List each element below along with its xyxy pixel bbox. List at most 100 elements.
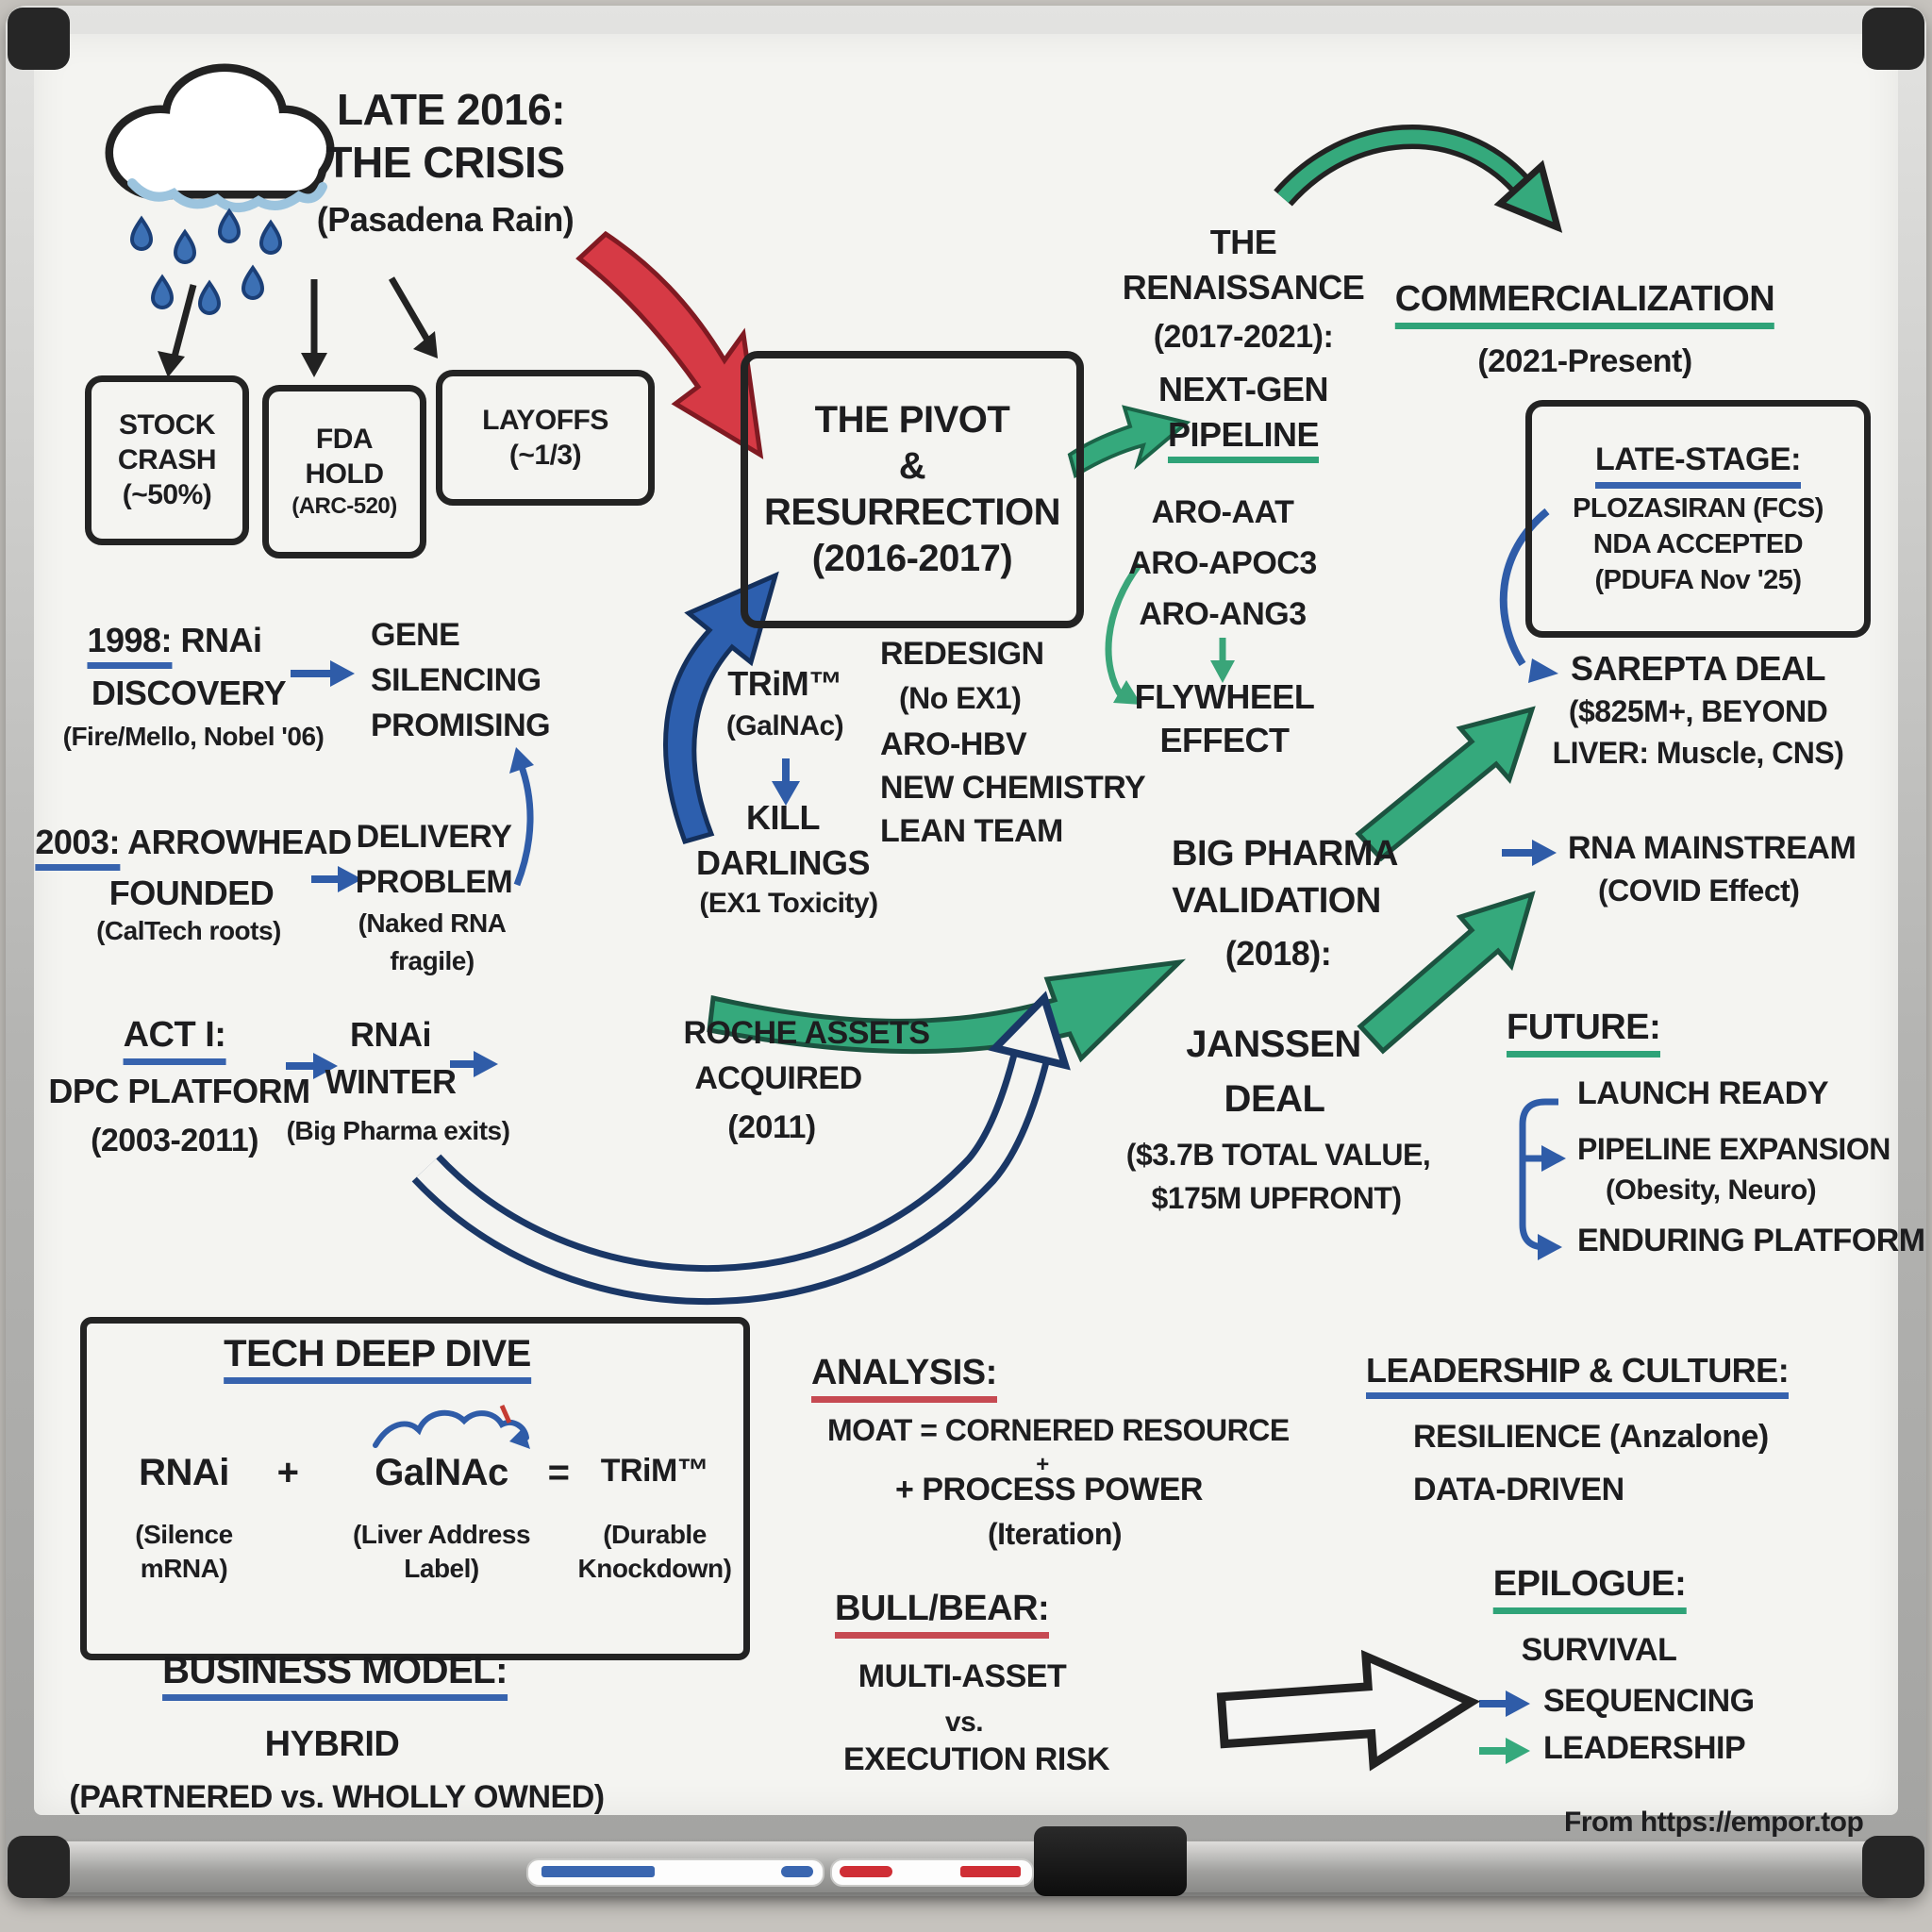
tech-label-liver2: Label): [404, 1554, 479, 1583]
tech-label-liver1: (Liver Address: [352, 1520, 531, 1549]
history-2003-line3: (CalTech roots): [96, 916, 281, 945]
future-title: FUTURE:: [1507, 1008, 1661, 1058]
gene-line1: GENE: [371, 617, 460, 653]
renaissance-line2: RENAISSANCE: [1122, 268, 1365, 307]
history-1998-line2: DISCOVERY: [91, 674, 287, 712]
layoffs-box: LAYOFFS (~1/3): [436, 370, 655, 506]
renaissance-line4: NEXT-GEN: [1158, 370, 1329, 408]
whiteboard-frame: [6, 6, 1926, 1896]
gene-line2: SILENCING: [371, 662, 541, 698]
bullbear-title: BULL/BEAR:: [835, 1590, 1050, 1639]
leadership-line1: RESILIENCE (Anzalone): [1413, 1419, 1769, 1455]
epilogue-sequencing: SEQUENCING: [1543, 1683, 1755, 1719]
sarepta-line2: ($825M+, BEYOND: [1568, 694, 1828, 728]
blue-marker: [526, 1858, 824, 1887]
history-2003-line2: FOUNDED: [108, 874, 275, 912]
rna-line1: RNA MAINSTREAM: [1568, 830, 1857, 866]
tech-eq-galnac: GalNAc: [375, 1452, 508, 1493]
bigpharma-line3: (2018):: [1224, 934, 1332, 973]
winter-line2: WINTER: [325, 1062, 457, 1101]
leadership-underlined: LEADERSHIP & CULTURE:: [1366, 1353, 1790, 1399]
redesign-line5: LEAN TEAM: [880, 813, 1063, 849]
analysis-title: ANALYSIS:: [811, 1354, 997, 1403]
fda-hold-line2: HOLD: [305, 458, 385, 490]
act1-underlined: ACT I:: [123, 1016, 226, 1065]
act1-line3: (2003-2011): [91, 1123, 258, 1158]
bullbear-underlined: BULL/BEAR:: [835, 1590, 1050, 1639]
tech-label-silence1: (Silence: [135, 1520, 233, 1549]
tech-title: TECH DEEP DIVE: [224, 1334, 531, 1384]
redesign-line3: ARO-HBV: [880, 726, 1027, 762]
business-title: BUSINESS MODEL:: [162, 1651, 508, 1701]
leadership-line2: DATA-DRIVEN: [1413, 1472, 1624, 1507]
act1-title: ACT I:: [123, 1016, 226, 1065]
layoffs-line2: (~1/3): [508, 439, 582, 471]
asset-aro-apoc3: ARO-APOC3: [1128, 545, 1317, 581]
bullbear-line3: EXECUTION RISK: [842, 1741, 1110, 1777]
kill-line1: KILL: [746, 798, 820, 837]
tech-eq-rnai: RNAi: [139, 1452, 229, 1493]
analysis-line1: MOAT = CORNERED RESOURCE: [827, 1413, 1290, 1447]
redesign-line1: REDESIGN: [880, 636, 1044, 672]
stock-crash-line2: CRASH: [117, 444, 217, 475]
late-stage-line2: NDA ACCEPTED: [1592, 529, 1804, 559]
trim-subtitle: (GalNAc): [725, 710, 844, 741]
sarepta-line1: SAREPTA DEAL: [1570, 649, 1826, 688]
stock-crash-box: STOCK CRASH (~50%): [85, 375, 249, 545]
commercialization-subtitle: (2021-Present): [1477, 343, 1692, 379]
year-2003: 2003:: [35, 824, 120, 871]
kill-line2: DARLINGS: [696, 843, 871, 882]
epilogue-title: EPILOGUE:: [1492, 1565, 1687, 1614]
layoffs-line1: LAYOFFS: [482, 404, 608, 436]
blue-marker-label: [541, 1866, 655, 1877]
pivot-line2: &: [898, 445, 926, 487]
crisis-title-line1: LATE 2016:: [336, 85, 566, 134]
commercialization-title: COMMERCIALIZATION: [1394, 280, 1775, 329]
pivot-resurrection-box: THE PIVOT & RESURRECTION (2016-2017): [741, 351, 1084, 628]
redesign-line2: (No EX1): [899, 681, 1022, 715]
rnai-label: RNAi: [172, 621, 262, 659]
kill-subtitle: (EX1 Toxicity): [699, 888, 878, 919]
bigpharma-line1: BIG PHARMA: [1172, 834, 1398, 874]
tech-title-underlined: TECH DEEP DIVE: [224, 1334, 531, 1384]
gene-line3: PROMISING: [371, 708, 551, 743]
analysis-line3: (Iteration): [987, 1517, 1123, 1551]
pivot-line4: (2016-2017): [811, 538, 1013, 579]
epilogue-leadership: LEADERSHIP: [1543, 1730, 1746, 1766]
crisis-subtitle: (Pasadena Rain): [316, 200, 575, 239]
delivery-line1: DELIVERY: [356, 819, 512, 855]
epilogue-underlined: EPILOGUE:: [1492, 1565, 1687, 1614]
late-stage-line3: (PDUFA Nov '25): [1594, 565, 1802, 595]
delivery-line3: (Naked RNA: [358, 908, 507, 938]
fda-hold-line1: FDA: [315, 424, 374, 455]
late-stage-line1: PLOZASIRAN (FCS): [1573, 493, 1824, 524]
year-1998: 1998:: [87, 623, 173, 669]
tech-eq-trim: TRiM™: [600, 1453, 709, 1489]
future-item2: PIPELINE EXPANSION: [1577, 1132, 1890, 1166]
frame-corner-top-left: [8, 8, 70, 70]
late-stage-box: LATE-STAGE: PLOZASIRAN (FCS) NDA ACCEPTE…: [1525, 400, 1871, 638]
janssen-line1: JANSSEN: [1186, 1024, 1361, 1065]
late-stage-title: LATE-STAGE:: [1595, 441, 1802, 489]
winter-line3: (Big Pharma exits): [286, 1116, 510, 1145]
tech-eq-plus: +: [276, 1452, 299, 1493]
business-line1: HYBRID: [264, 1724, 400, 1764]
arrowhead-label: ARROWHEAD: [119, 823, 352, 861]
pipeline-underlined: PIPELINE: [1167, 417, 1320, 463]
tech-deep-dive-box: [80, 1317, 750, 1660]
renaissance-pipeline: PIPELINE: [1167, 417, 1320, 463]
blue-marker-cap: [781, 1866, 813, 1877]
flywheel-line2: EFFECT: [1159, 721, 1291, 759]
future-underlined: FUTURE:: [1507, 1008, 1661, 1058]
winter-line1: RNAi: [350, 1015, 432, 1054]
analysis-underlined: ANALYSIS:: [811, 1354, 997, 1403]
frame-corner-bottom-right: [1862, 1836, 1924, 1898]
stock-crash-line3: (~50%): [122, 479, 212, 510]
roche-line3: (2011): [727, 1109, 816, 1145]
frame-corner-top-right: [1862, 8, 1924, 70]
roche-line1: ROCHE ASSETS: [683, 1015, 930, 1051]
stock-crash-line1: STOCK: [119, 409, 215, 441]
analysis-line2: + PROCESS POWER: [895, 1472, 1203, 1507]
eraser: [1034, 1826, 1187, 1896]
